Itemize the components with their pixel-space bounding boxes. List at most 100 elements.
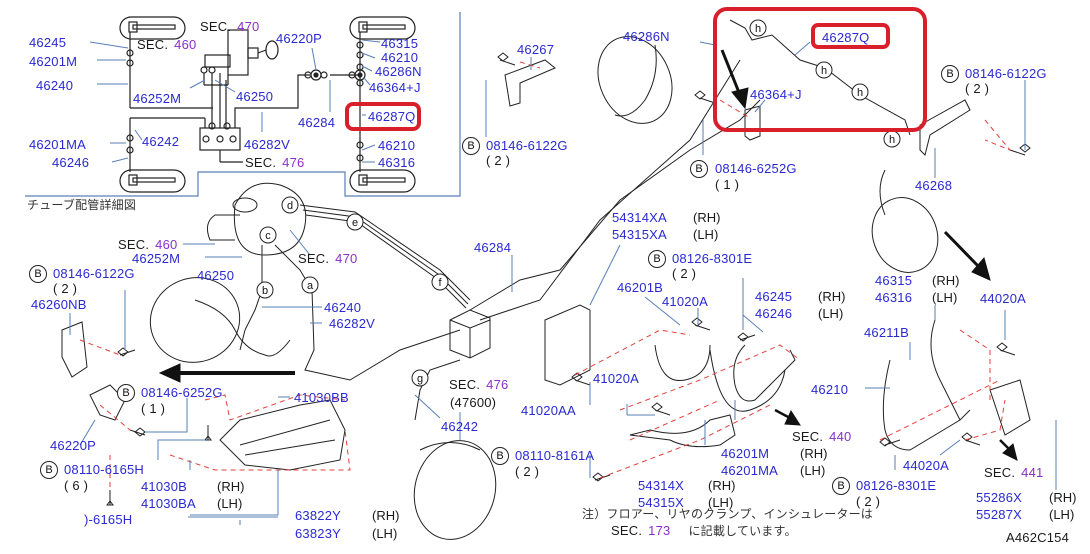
part-label[interactable]: 46364+J [369,80,421,95]
part-label[interactable]: 46210 [811,382,849,397]
part-label[interactable]: 46286N [623,29,670,44]
side-lh: (LH) [217,496,243,511]
part-label[interactable]: 41030B [141,479,188,494]
part-label-highlighted[interactable]: 46287Q [368,109,416,124]
part-label[interactable]: 46201B [617,280,664,295]
part-label[interactable]: 41020AA [521,403,576,418]
bolt-code[interactable]: 08146-6122G [53,266,135,281]
part-label[interactable]: 55287X [976,507,1023,522]
part-label-cropped[interactable]: )-6165H [84,512,133,527]
bolt-code[interactable]: 08146-6122G [965,66,1047,81]
part-label[interactable]: 46210 [378,138,416,153]
part-label[interactable]: 46364+J [750,87,802,102]
part-label[interactable]: 55286X [976,490,1023,505]
part-label[interactable]: 63822Y [295,508,342,523]
part-label[interactable]: 54314XA [612,210,667,225]
part-label[interactable]: 46242 [441,419,479,434]
section-ref[interactable]: SEC.441 [984,465,1044,480]
part-label[interactable]: 41020A [662,294,709,309]
part-label[interactable]: 46210 [381,50,419,65]
part-label[interactable]: 44020A [903,458,950,473]
callout-h-text: h [755,23,761,35]
part-label[interactable]: 54314X [638,478,685,493]
side-rh: (RH) [932,273,960,288]
rear-left-drum [413,440,497,540]
part-label[interactable]: 46284 [474,240,512,255]
bolt-code[interactable]: 08146-6122G [486,138,568,153]
section-ref[interactable]: SEC.470 [200,19,260,34]
part-label[interactable]: 46201M [721,446,770,461]
part-label[interactable]: 46245 [755,289,793,304]
figure-id: A462C154 [1006,530,1070,545]
bracket-46268 [919,99,971,156]
bolt-marker: B [462,137,480,155]
section-ref[interactable]: SEC.460 [118,237,178,252]
part-label[interactable]: 46252M [133,91,182,106]
tube-46245 [733,344,796,402]
part-label[interactable]: 41030BB [294,390,349,405]
part-label[interactable]: 46201MA [29,137,87,152]
long-brake-tube [469,99,761,311]
section-subcode: (47600) [450,395,497,410]
hose-46201m [709,349,786,412]
part-label[interactable]: 46250 [197,268,235,283]
part-label[interactable]: 46220P [276,31,323,46]
part-label[interactable]: 46282V [329,316,376,331]
part-label[interactable]: 46240 [324,300,362,315]
highlight-region-46287q [713,7,927,132]
bolt-marker: B [117,384,135,402]
part-label[interactable]: 46268 [915,178,953,193]
footnote-line1: 注）フロアー、リヤのクランプ、インシュレーターは [582,507,874,521]
part-label[interactable]: 46315 [875,273,913,288]
part-label[interactable]: 54315X [638,495,685,510]
detail-panel-border [25,12,461,197]
bolt-code[interactable]: 08146-6252G [141,385,223,400]
bolt-code[interactable]: 08110-8161A [515,448,595,463]
part-label[interactable]: 46252M [132,251,181,266]
wheel-symbol-rr [349,169,416,193]
part-label[interactable]: 46240 [36,78,74,93]
part-label-highlighted[interactable]: 46287Q [822,30,870,45]
section-ref[interactable]: SEC.476 [449,377,509,392]
bolt-code[interactable]: 08126-8301E [672,251,753,266]
part-label[interactable]: 46286N [375,64,422,79]
part-label[interactable]: 46316 [875,290,913,305]
part-label[interactable]: 46284 [298,115,336,130]
section-ref[interactable]: SEC.476 [245,155,305,170]
part-label[interactable]: 44020A [980,291,1027,306]
bolt-code[interactable]: 08146-6252G [715,161,797,176]
part-label[interactable]: 46245 [29,35,67,50]
section-ref[interactable]: SEC.460 [137,37,197,52]
part-label[interactable]: 46201M [29,54,78,69]
part-label[interactable]: 46242 [142,134,180,149]
part-label[interactable]: 46260NB [31,297,87,312]
bolt-code[interactable]: 08126-8301E [856,478,937,493]
part-label[interactable]: 46315 [381,36,419,51]
section-ref[interactable]: SEC.440 [792,429,852,444]
part-label[interactable]: 41030BA [141,496,196,511]
callout-h-text: h [821,65,827,77]
wheel-symbol-fl [119,16,186,40]
part-label[interactable]: 46201MA [721,463,779,478]
callout-h-text: h [889,134,895,146]
part-label[interactable]: 46282V [244,137,291,152]
section-ref[interactable]: SEC.470 [298,251,358,266]
bolt-qty: ( 2 ) [515,464,540,479]
arrow-sec440 [784,409,801,426]
callout-h3 [851,83,869,101]
part-label[interactable]: 46246 [52,155,90,170]
bolt-qty: ( 2 ) [965,81,990,96]
part-label[interactable]: 46267 [517,42,555,57]
part-label[interactable]: 41020A [593,371,640,386]
part-label[interactable]: 46211B [864,325,910,340]
part-label[interactable]: 46316 [378,155,416,170]
callout-c-text: c [265,230,271,242]
callout-f [431,273,449,291]
part-label[interactable]: 46250 [236,89,274,104]
bolt-marker: B [648,250,666,268]
part-label[interactable]: 46246 [755,306,793,321]
bolt-code[interactable]: 08110-6165H [64,462,145,477]
part-label[interactable]: 46220P [50,438,97,453]
part-label[interactable]: 54315XA [612,227,667,242]
part-label[interactable]: 63823Y [295,526,342,541]
